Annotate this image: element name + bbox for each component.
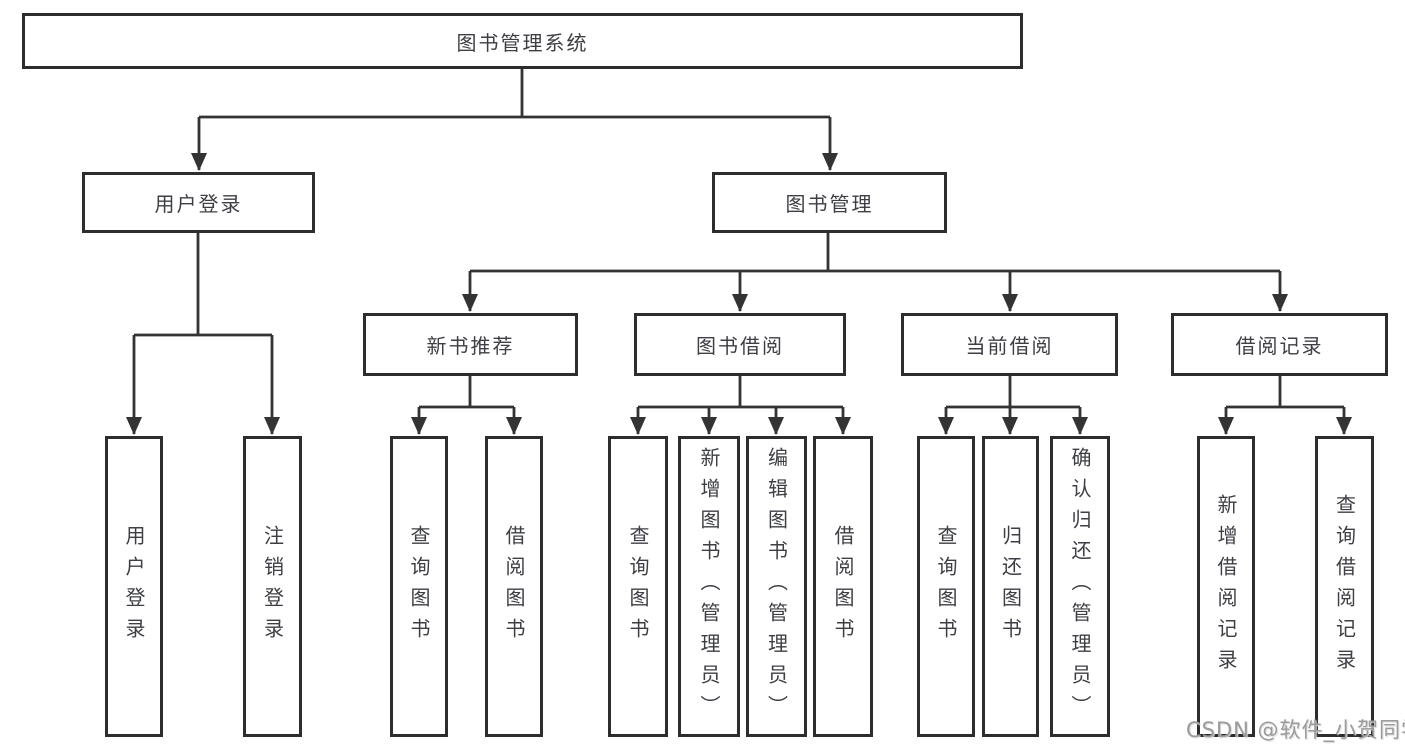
edge-current-trunk [946,376,1080,409]
node-label: 新增借阅记录 [1214,493,1238,680]
node-book-borrow: 图书借阅 [634,313,846,376]
leaf-current-confirm-return: 确认归还（管理员） [1050,436,1110,737]
leaf-borrow-add-books: 新增图书（管理员） [678,436,740,737]
node-label: 查询图书 [407,524,431,649]
node-label: 新增图书（管理员） [697,447,721,726]
node-label: 查询图书 [626,524,650,649]
node-label: 归还图书 [998,524,1023,649]
node-book-management: 图书管理 [712,172,947,233]
node-label: 确认归还（管理员） [1068,447,1092,726]
leaf-logout: 注销登录 [243,436,302,737]
node-user-login: 用户登录 [82,172,315,233]
leaf-records-add-record: 新增借阅记录 [1197,436,1255,737]
node-label: 借阅图书 [831,524,855,649]
node-label: 图书借阅 [696,334,784,358]
node-label: 当前借阅 [965,334,1054,358]
node-current-borrow: 当前借阅 [901,313,1118,376]
node-label: 新书推荐 [426,334,515,358]
edge-records-trunk [1226,376,1344,409]
node-root: 图书管理系统 [22,13,1023,69]
leaf-newbook-borrow-books: 借阅图书 [485,436,543,737]
leaf-borrow-borrow-books: 借阅图书 [813,436,873,737]
edge-root-trunk [199,69,830,119]
leaf-current-return-books: 归还图书 [982,436,1039,737]
leaf-records-query-record: 查询借阅记录 [1315,436,1374,737]
node-label: 查询图书 [934,524,958,649]
node-label: 图书管理系统 [456,30,589,55]
node-label: 借阅图书 [502,524,526,649]
node-label: 用户登录 [122,524,146,649]
node-borrow-records: 借阅记录 [1171,313,1388,376]
csdn-watermark: CSDN @软件_小贺同学 [1186,718,1405,742]
node-label: 注销登录 [260,524,285,649]
node-label: 图书管理 [785,192,874,216]
node-new-book-recommend: 新书推荐 [363,313,578,376]
edge-bookmgmt-trunk [470,233,1280,273]
leaf-borrow-edit-books: 编辑图书（管理员） [746,436,807,737]
node-label: 借阅记录 [1235,334,1324,358]
leaf-newbook-query-books: 查询图书 [390,436,448,737]
edge-newbook-trunk [419,376,514,409]
node-label: 编辑图书（管理员） [764,447,789,726]
node-label: 用户登录 [154,192,243,216]
node-label: 查询借阅记录 [1332,493,1357,680]
leaf-current-query-books: 查询图书 [917,436,975,737]
leaf-borrow-query-books: 查询图书 [608,436,668,737]
leaf-user-login: 用户登录 [105,436,163,737]
edge-userlogin-trunk [134,233,272,337]
edge-borrow-trunk [638,376,843,409]
